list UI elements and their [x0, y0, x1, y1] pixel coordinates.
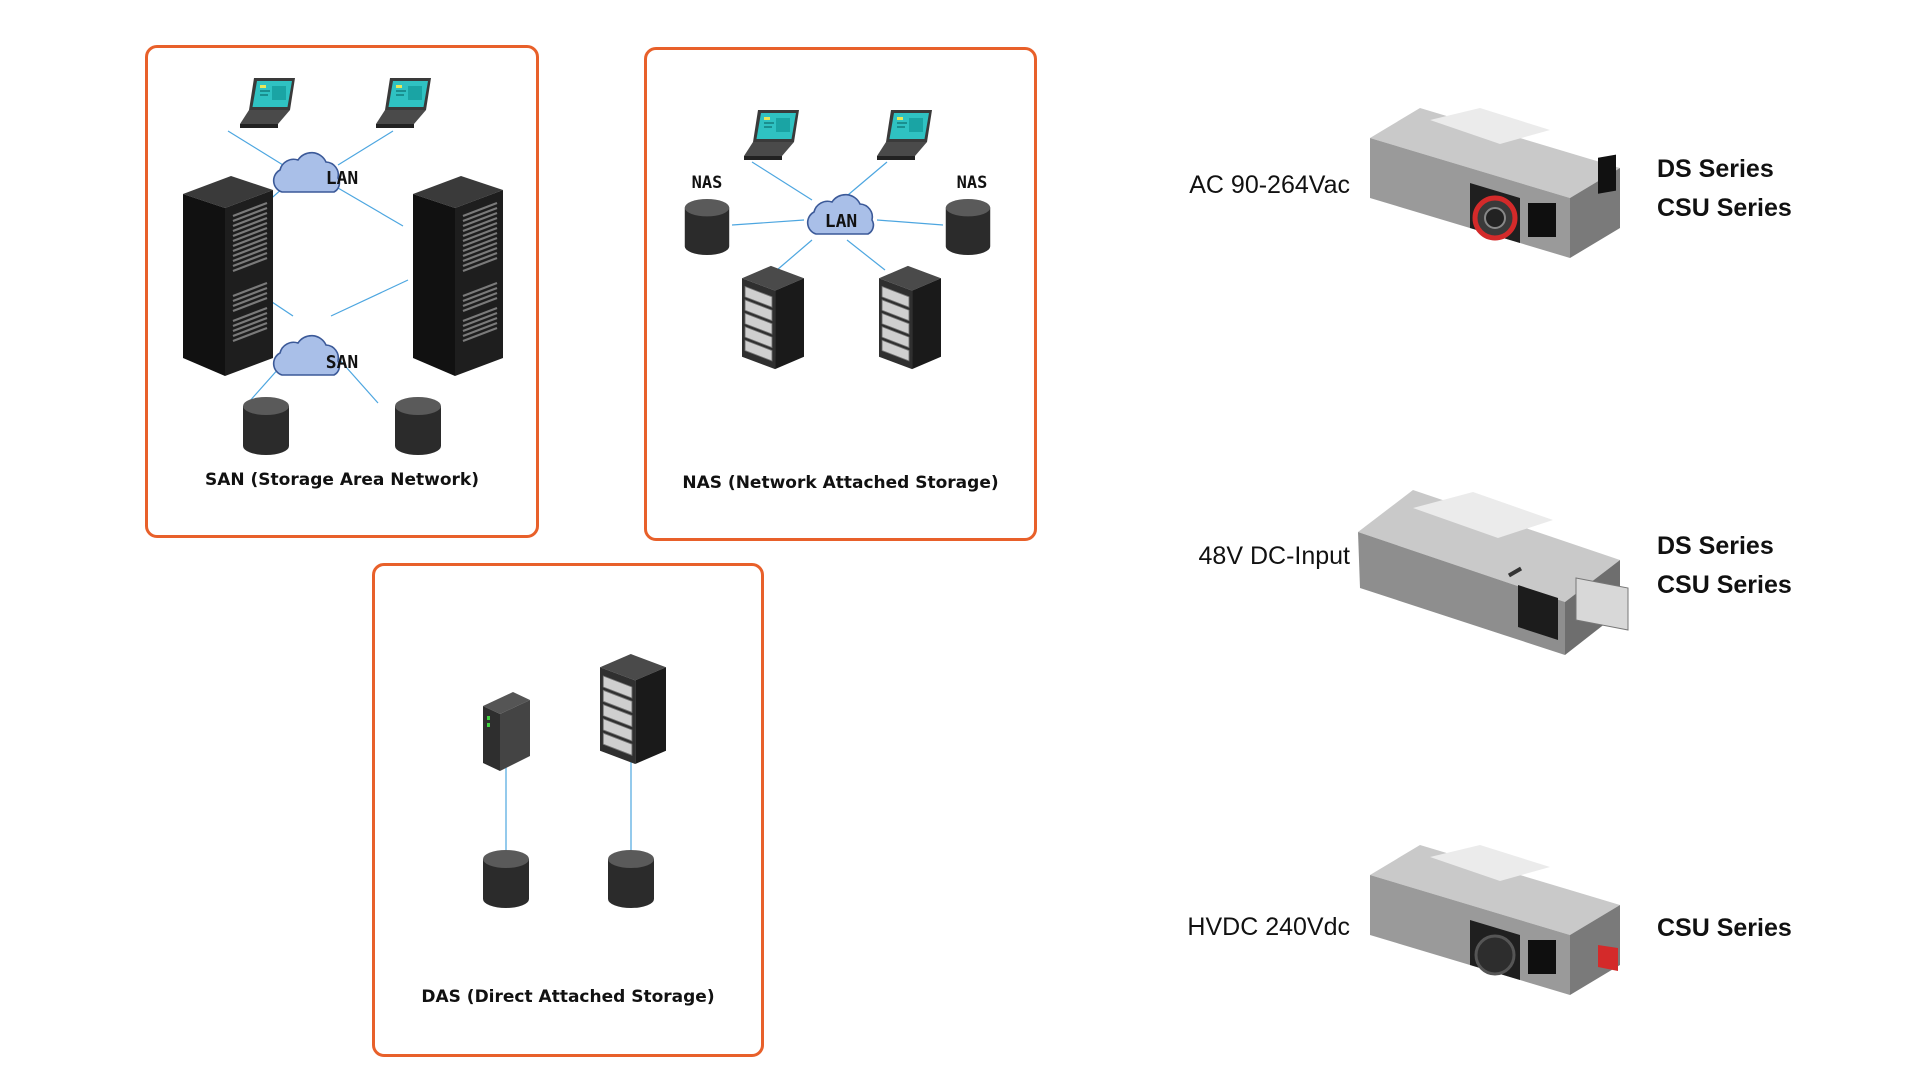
nas-disk-icon: [684, 198, 730, 256]
series-label: CSU Series: [1657, 571, 1792, 599]
das-diagram: [483, 653, 666, 908]
disk-icon: [395, 397, 441, 455]
psu-series-list: DS Series CSU Series: [1657, 150, 1792, 228]
disk-icon: [243, 397, 289, 455]
series-label: DS Series: [1657, 155, 1774, 183]
nas-disk-icon: [945, 198, 991, 256]
nas-links: [731, 161, 944, 271]
san-caption: SAN (Storage Area Network): [204, 470, 480, 490]
series-label: DS Series: [1657, 532, 1774, 560]
nas-panel: NAS NAS LAN NAS (Network Attached Storag…: [644, 47, 1037, 541]
psu-series-list: DS Series CSU Series: [1657, 527, 1792, 605]
nas-cloud-label: LAN: [825, 211, 858, 232]
server-tower-icon: [879, 265, 941, 370]
nas-caption: NAS (Network Attached Storage): [682, 473, 999, 493]
san-cloud-bottom-label: SAN: [326, 352, 359, 373]
laptop-icon: [240, 78, 295, 128]
psu-input-label: AC 90-264Vac: [1189, 171, 1350, 199]
psu-input-label: 48V DC-Input: [1198, 542, 1350, 570]
laptop-icon: [744, 110, 799, 160]
das-caption: DAS (Direct Attached Storage): [421, 987, 715, 1007]
disk-icon: [483, 850, 529, 908]
server-tower-icon: [600, 653, 666, 765]
server-rack-icon: [413, 176, 503, 376]
san-cloud-top-label: LAN: [326, 168, 359, 189]
nas-right-label: NAS: [957, 173, 988, 193]
das-panel: DAS (Direct Attached Storage): [372, 563, 764, 1057]
server-rack-icon: [183, 176, 273, 376]
disk-icon: [608, 850, 654, 908]
psu-ac-image: [1370, 108, 1620, 258]
psu-hvdc-image: [1370, 845, 1620, 995]
series-label: CSU Series: [1657, 194, 1792, 222]
small-server-icon: [483, 692, 530, 771]
laptop-icon: [877, 110, 932, 160]
san-diagram: LAN SAN: [183, 78, 503, 455]
server-tower-icon: [742, 265, 804, 370]
nas-diagram: NAS NAS LAN: [684, 110, 991, 370]
laptop-icon: [376, 78, 431, 128]
psu-input-label: HVDC 240Vdc: [1187, 913, 1350, 941]
san-panel: LAN SAN SAN (Storage Area Network): [145, 45, 539, 538]
series-label: CSU Series: [1657, 914, 1792, 942]
das-links: [505, 761, 632, 851]
nas-left-label: NAS: [692, 173, 723, 193]
psu-dc-image: [1358, 490, 1629, 655]
psu-series-list: CSU Series: [1657, 909, 1792, 948]
